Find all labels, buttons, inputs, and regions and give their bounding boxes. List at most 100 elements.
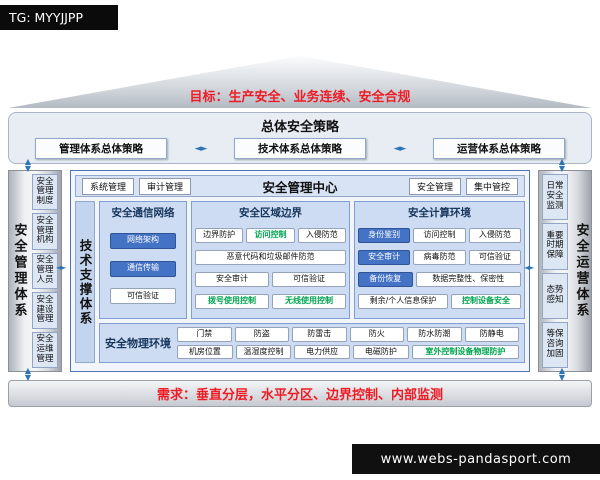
security-item: 入侵防范 (297, 228, 346, 243)
arrow-down-glyph: ▼ (558, 164, 566, 173)
column-title: 安全计算环境 (407, 207, 471, 219)
pillar-item: 安全管理机构 (32, 213, 58, 250)
column-title: 安全通信网络 (111, 207, 175, 219)
item-row: 恶意代码和垃圾邮件防范 (195, 250, 346, 265)
left-right-arrow-icon: ◄► (393, 143, 407, 154)
security-item: 通信传输 (110, 260, 176, 277)
column-items: 网络架构通信传输可信验证 (103, 221, 183, 316)
pillar-item: 日常安全监测 (542, 174, 568, 221)
operation-pillar-items: 日常安全监测重要时期保障态势感知等保咨询加固 (539, 171, 571, 371)
arrow-left-glyph: ◄ (56, 263, 62, 272)
security-item: 网络架构 (110, 232, 176, 249)
mgmt-box: 审计管理 (139, 177, 192, 195)
item-row: 剩余/个人信息保护控制设备安全 (357, 294, 521, 309)
left-right-arrow-icon: ◄► (194, 143, 208, 154)
item-row: 边界防护访问控制入侵防范 (195, 228, 346, 243)
security-item: 控制设备安全 (450, 294, 521, 309)
security-item: 防静电 (464, 326, 519, 342)
arrow-down-glyph: ▼ (558, 373, 566, 382)
item-row: 身份鉴别访问控制入侵防范 (357, 228, 521, 243)
arrow-right-glyph: ► (528, 263, 534, 272)
security-item: 病毒防范 (413, 250, 466, 265)
mgmt-box: 系统管理 (82, 177, 135, 195)
security-item: 身份鉴别 (357, 228, 411, 243)
security-item: 防水防潮 (407, 326, 462, 342)
security-item: 访问控制 (413, 228, 466, 243)
item-row: 安全审计可信验证 (195, 272, 346, 287)
pillar-item: 等保咨询加固 (542, 321, 568, 368)
item-row: 门禁防盗防雷击防火防水防潮防静电 (177, 326, 519, 342)
security-item: 室外控制设备物理防护 (411, 344, 520, 360)
mgmt-box: 集中管控 (465, 177, 518, 195)
arrow-up-glyph: ▲ (558, 366, 566, 375)
overall-strategy-title: 总体安全策略 (260, 120, 339, 135)
security-item: 无线使用控制 (271, 294, 346, 309)
column-rows: 身份鉴别访问控制入侵防范 安全审计病毒防范可信验证 备份恢复数据完整性、保密性 … (357, 221, 521, 316)
security-management-center-bar: 系统管理审计管理 安全管理中心 安全管理集中管控 (75, 175, 525, 197)
management-pillar-title: 安全管理体系 (11, 223, 27, 319)
center-main: 安全通信网络 网络架构通信传输可信验证 安全区域边界 边界防护访问控制入侵防范 (99, 201, 525, 363)
item-row: 安全审计病毒防范可信验证 (357, 250, 521, 265)
security-item: 安全审计 (195, 272, 269, 287)
strategy-box-operation: 运营体系总体策略 (433, 138, 565, 159)
tech-support-title: 技术支撑体系 (77, 238, 93, 326)
security-item: 防火 (349, 326, 404, 342)
management-pillar-items: 安全管理制度安全管理机构安全管理人员安全建设管理安全运维管理 (29, 171, 61, 371)
security-item: 可信验证 (271, 272, 346, 287)
security-item: 安全审计 (357, 250, 411, 265)
column-computing-environment: 安全计算环境 身份鉴别访问控制入侵防范 安全审计病毒防范可信验证 备份恢复数据完… (353, 201, 525, 319)
security-item: 可信验证 (468, 250, 521, 265)
item-row: 拨号使用控制无线使用控制 (195, 294, 346, 309)
watermark-site: www.webs-pandasport.com (352, 444, 600, 474)
operation-pillar-title: 安全运营体系 (573, 223, 589, 319)
security-item: 恶意代码和垃圾邮件防范 (195, 250, 346, 265)
security-item: 机房位置 (177, 344, 233, 360)
security-item: 防盗 (234, 326, 289, 342)
requirement-bar: 需求：垂直分层，水平分区、边界控制、内部监测 (8, 380, 592, 407)
mgmt-center-title: 安全管理中心 (262, 179, 338, 195)
tech-support-strip: 技术支撑体系 (75, 201, 95, 363)
up-down-arrow-icon: ▲▼ (554, 366, 570, 382)
up-down-arrow-icon: ▲▼ (554, 157, 570, 173)
security-item: 温湿度控制 (235, 344, 292, 360)
up-down-arrow-icon: ▲▼ (20, 157, 36, 173)
security-item: 可信验证 (110, 288, 176, 305)
item-row: 机房位置温湿度控制电力供应电磁防护室外控制设备物理防护 (177, 344, 520, 360)
mgmt-box: 安全管理 (408, 177, 461, 195)
goal-text: 目标：生产安全、业务连续、安全合规 (189, 90, 411, 105)
operation-system-pillar: 日常安全监测重要时期保障态势感知等保咨询加固 安全运营体系 (538, 170, 592, 372)
arrow-up-glyph: ▲ (24, 157, 32, 166)
arrow-up-glyph: ▲ (24, 366, 32, 375)
management-system-pillar: 安全管理体系 安全管理制度安全管理机构安全管理人员安全建设管理安全运维管理 (8, 170, 62, 372)
arrow-down-glyph: ▼ (24, 164, 32, 173)
arrow-up-glyph: ▲ (558, 157, 566, 166)
arrow-left-glyph: ◄ (194, 143, 202, 154)
physical-title: 安全物理环境 (105, 337, 171, 350)
arrow-down-glyph: ▼ (24, 373, 32, 382)
physical-environment-strip: 安全物理环境 门禁防盗防雷击防火防水防潮防静电 机房位置温湿度控制电力供应电磁防… (99, 323, 525, 363)
item-row: 备份恢复数据完整性、保密性 (357, 272, 521, 287)
security-item: 防雷击 (292, 326, 347, 342)
security-item: 门禁 (177, 326, 232, 342)
pillar-item: 安全建设管理 (32, 292, 58, 329)
strategy-row: 管理体系总体策略 ◄► 技术体系总体策略 ◄► 运营体系总体策略 (9, 138, 591, 159)
column-area-boundary: 安全区域边界 边界防护访问控制入侵防范 恶意代码和垃圾邮件防范 安全审计可信验证 (191, 201, 350, 319)
strategy-box-technology: 技术体系总体策略 (234, 138, 366, 159)
security-item: 剩余/个人信息保护 (357, 294, 448, 309)
center-body: 技术支撑体系 安全通信网络 网络架构通信传输可信验证 安全区域边界 (75, 201, 525, 363)
up-down-arrow-icon: ▲▼ (20, 366, 36, 382)
roof: 目标：生产安全、业务连续、安全合规 (8, 56, 592, 108)
arrow-left-glyph: ◄ (524, 263, 530, 272)
column-rows: 边界防护访问控制入侵防范 恶意代码和垃圾邮件防范 安全审计可信验证 拨号使用控制… (195, 221, 346, 316)
physical-rows: 门禁防盗防雷击防火防水防潮防静电 机房位置温湿度控制电力供应电磁防护室外控制设备… (177, 326, 520, 360)
security-columns: 安全通信网络 网络架构通信传输可信验证 安全区域边界 边界防护访问控制入侵防范 (99, 201, 525, 319)
left-right-arrow-icon: ◄► (56, 263, 66, 272)
security-item: 电力供应 (294, 344, 351, 360)
strategy-box-management: 管理体系总体策略 (35, 138, 167, 159)
arrow-left-glyph: ◄ (393, 143, 401, 154)
security-item: 拨号使用控制 (195, 294, 269, 309)
mgmt-left-group: 系统管理审计管理 (82, 177, 192, 195)
technical-area: 系统管理审计管理 安全管理中心 安全管理集中管控 技术支撑体系 安全通信网络 网… (70, 170, 530, 372)
pillar-item: 安全管理人员 (32, 252, 58, 290)
